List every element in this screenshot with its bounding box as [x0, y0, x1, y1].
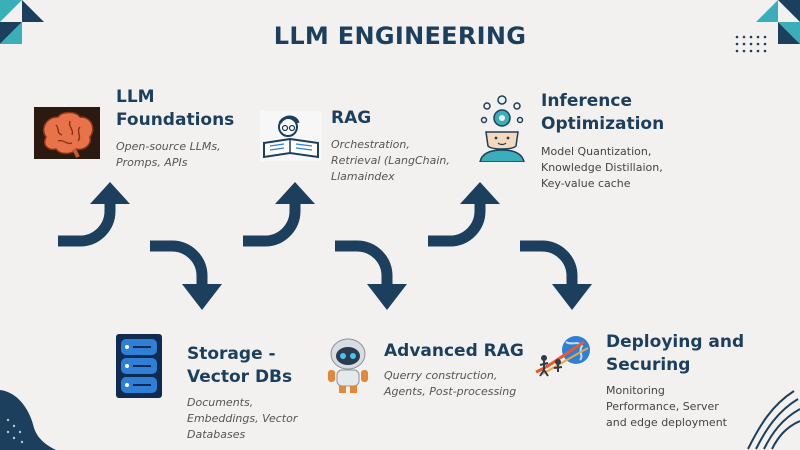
arrow-up-icon — [243, 182, 315, 247]
brain-icon — [34, 107, 100, 159]
corner-triangles-top-right — [756, 0, 800, 44]
wave-blob-decoration — [0, 390, 56, 450]
database-icon — [116, 334, 162, 398]
robot-icon — [328, 338, 368, 393]
step-title: Deploying and Securing — [606, 332, 745, 375]
corner-triangles-top-left — [0, 0, 44, 44]
arrow-down-icon — [335, 240, 407, 310]
step-description: Querry construction, Agents, Post-proces… — [384, 369, 517, 398]
head-gears-icon — [479, 95, 525, 162]
step-description: Documents, Embeddings, Vector Databases — [187, 396, 298, 441]
arrow-up-icon — [58, 182, 130, 247]
step-title: Storage - Vector DBs — [187, 344, 293, 387]
arrow-down-icon — [520, 240, 592, 310]
step-description: Open-source LLMs, Promps, APIs — [116, 140, 221, 169]
swirl-lines-decoration — [747, 390, 800, 450]
rocket-launch-icon — [535, 336, 590, 377]
step-title: LLM Foundations — [116, 87, 235, 130]
step-description: Orchestration, Retrieval (LangChain, Lla… — [331, 138, 450, 183]
arrow-down-icon — [150, 240, 222, 310]
step-title: Advanced RAG — [384, 341, 524, 361]
arrow-up-icon — [428, 182, 500, 247]
step-description: Monitoring Performance, Server and edge … — [606, 384, 727, 429]
step-title: RAG — [331, 108, 372, 128]
reading-book-icon — [260, 111, 322, 161]
page-title: LLM ENGINEERING — [273, 22, 527, 50]
step-title: Inference Optimization — [541, 91, 665, 134]
dot-grid-decoration — [735, 35, 767, 53]
step-description: Model Quantization, Knowledge Distillaio… — [541, 145, 663, 190]
